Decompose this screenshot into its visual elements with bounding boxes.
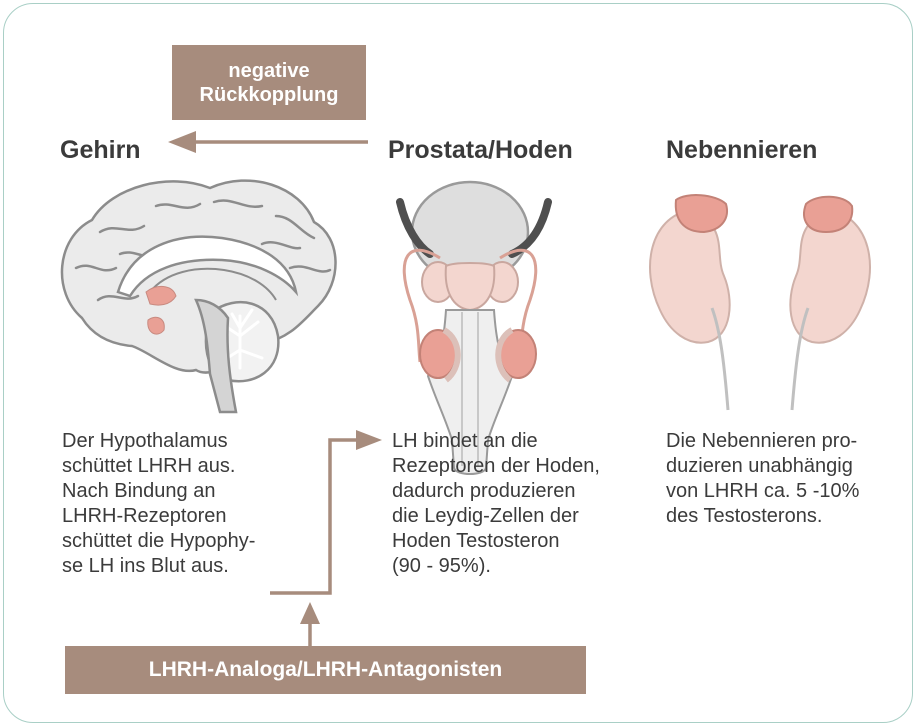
description-line: duzieren unabhängig (666, 454, 859, 479)
description-line: LH bindet an die (392, 429, 600, 454)
description-line: dadurch produzieren (392, 479, 600, 504)
description-line: schüttet die Hypophy- (62, 529, 255, 554)
description-prostate: LH bindet an die Rezeptoren der Hoden, d… (392, 429, 600, 579)
feedback-line-2: Rückkopplung (200, 83, 339, 107)
heading-prostate: Prostata/Hoden (388, 136, 573, 165)
description-line: die Leydig-Zellen der (392, 504, 600, 529)
lh-flow-arrow (270, 430, 382, 593)
description-line: Nach Bindung an (62, 479, 255, 504)
description-line: Hoden Testosteron (392, 529, 600, 554)
description-line: LHRH-Rezeptoren (62, 504, 255, 529)
heading-adrenal: Nebennieren (666, 136, 817, 165)
description-adrenal: Die Nebennieren pro- duzieren unabhängig… (666, 429, 859, 529)
description-line: Rezeptoren der Hoden, (392, 454, 600, 479)
adrenal-illustration (650, 195, 870, 410)
description-line: Die Nebennieren pro- (666, 429, 859, 454)
description-brain: Der Hypothalamus schüttet LHRH aus. Nach… (62, 429, 255, 579)
drug-up-arrow (300, 602, 320, 646)
description-line: von LHRH ca. 5 -10% (666, 479, 859, 504)
feedback-arrow (168, 131, 368, 153)
description-line: schüttet LHRH aus. (62, 454, 255, 479)
negative-feedback-label: negative Rückkopplung (172, 45, 366, 120)
heading-brain: Gehirn (60, 136, 141, 165)
description-line: (90 - 95%). (392, 554, 600, 579)
description-line: des Testosterons. (666, 504, 859, 529)
description-line: Der Hypothalamus (62, 429, 255, 454)
brain-illustration (62, 181, 336, 412)
description-line: se LH ins Blut aus. (62, 554, 255, 579)
lhrh-drug-label: LHRH-Analoga/LHRH-Antagonisten (65, 646, 586, 694)
feedback-line-1: negative (228, 59, 309, 83)
